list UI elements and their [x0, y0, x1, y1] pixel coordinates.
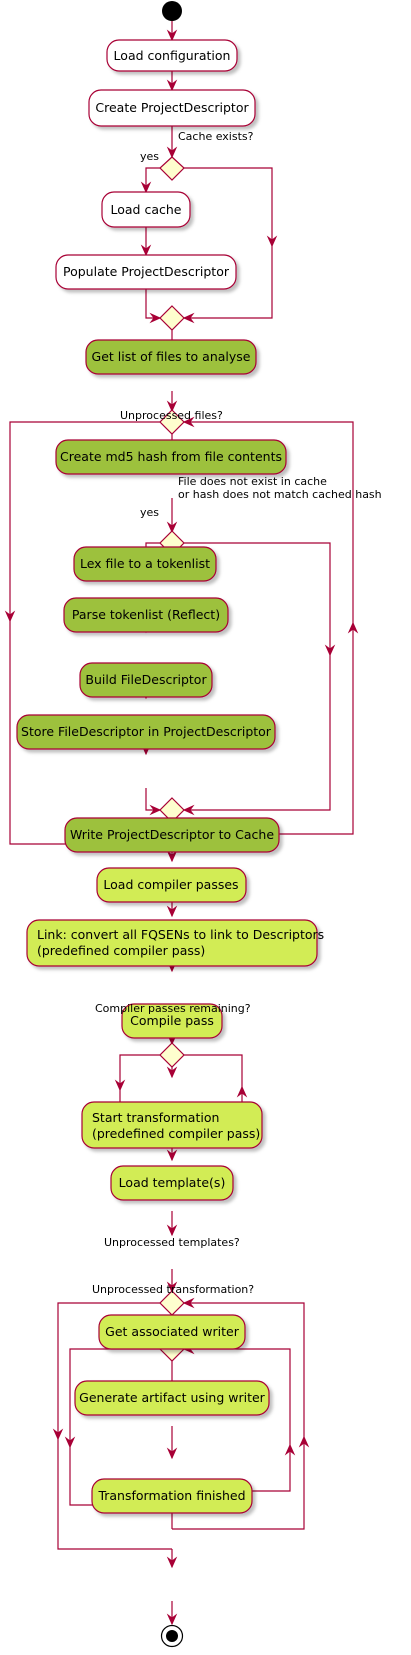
link-text-line1: Link: convert all FQSENs to link to Desc…	[37, 927, 324, 942]
activity-load-config	[106, 39, 238, 72]
activity-parse	[63, 597, 229, 633]
link-text-line2: (predefined compiler pass)	[37, 943, 205, 958]
label-unprocessed-templates: Unprocessed templates?	[104, 1236, 240, 1249]
activity-start-tf	[81, 1101, 263, 1149]
lex-text: Lex file to a tokenlist	[80, 556, 210, 571]
load-passes-text: Load compiler passes	[103, 877, 238, 892]
create-pd-text: Create ProjectDescriptor	[95, 100, 249, 115]
activity-build-fd	[79, 662, 213, 698]
decision-cache-exists	[159, 156, 185, 181]
label-yes-1: yes	[140, 150, 159, 163]
activity-load-cache	[101, 191, 191, 228]
tf-finished-text: Transformation finished	[97, 1488, 245, 1503]
label-file-cond-line1: File does not exist in cache	[178, 475, 327, 488]
start-tf-text-line1: Start transformation	[92, 1110, 219, 1125]
get-writer-text: Get associated writer	[105, 1324, 240, 1339]
activity-link	[26, 919, 318, 967]
compile-text: Compile pass	[130, 1013, 214, 1028]
load-cache-text: Load cache	[111, 202, 182, 217]
activity-tf-finished	[91, 1478, 253, 1514]
start-tf-text-line2: (predefined compiler pass)	[92, 1126, 260, 1141]
activity-populate-pd	[55, 254, 237, 290]
label-file-cond-line2: or hash does not match cached hash	[178, 488, 382, 501]
label-passes-remaining: Compiler passes remaining?	[95, 1002, 251, 1015]
activity-lex	[73, 546, 217, 582]
build-fd-text: Build FileDescriptor	[85, 672, 207, 687]
load-templates-text: Load template(s)	[119, 1175, 226, 1190]
parse-text: Parse tokenlist (Reflect)	[72, 607, 220, 622]
decision-passes-remaining	[159, 1042, 185, 1068]
load-config-text: Load configuration	[114, 48, 231, 63]
label-yes-2: yes	[140, 506, 159, 519]
activity-load-templates	[110, 1165, 234, 1201]
activity-create-pd	[88, 89, 256, 127]
get-files-text: Get list of files to analyse	[92, 349, 251, 364]
activity-load-passes	[96, 867, 247, 903]
label-unprocessed-files: Unprocessed files?	[120, 409, 223, 422]
activity-get-writer	[98, 1314, 246, 1350]
end-node	[160, 1624, 184, 1648]
md5-text: Create md5 hash from file contents	[60, 449, 282, 464]
activity-get-files	[85, 339, 257, 375]
write-cache-text: Write ProjectDescriptor to Cache	[70, 827, 274, 842]
store-fd-text: Store FileDescriptor in ProjectDescripto…	[21, 724, 272, 739]
label-unprocessed-transformation: Unprocessed transformation?	[92, 1283, 254, 1296]
activity-gen-artifact	[74, 1380, 270, 1416]
label-cache-exists: Cache exists?	[178, 130, 254, 143]
activity-write-cache	[64, 817, 280, 853]
activity-compile	[121, 1003, 223, 1039]
populate-pd-text: Populate ProjectDescriptor	[63, 264, 230, 279]
gen-artifact-text: Generate artifact using writer	[79, 1390, 265, 1405]
activity-store-fd	[16, 714, 276, 750]
activity-md5	[55, 439, 287, 475]
start-node	[162, 1, 182, 21]
decision-unprocessed-files	[159, 409, 185, 435]
merge-cache	[159, 305, 185, 331]
